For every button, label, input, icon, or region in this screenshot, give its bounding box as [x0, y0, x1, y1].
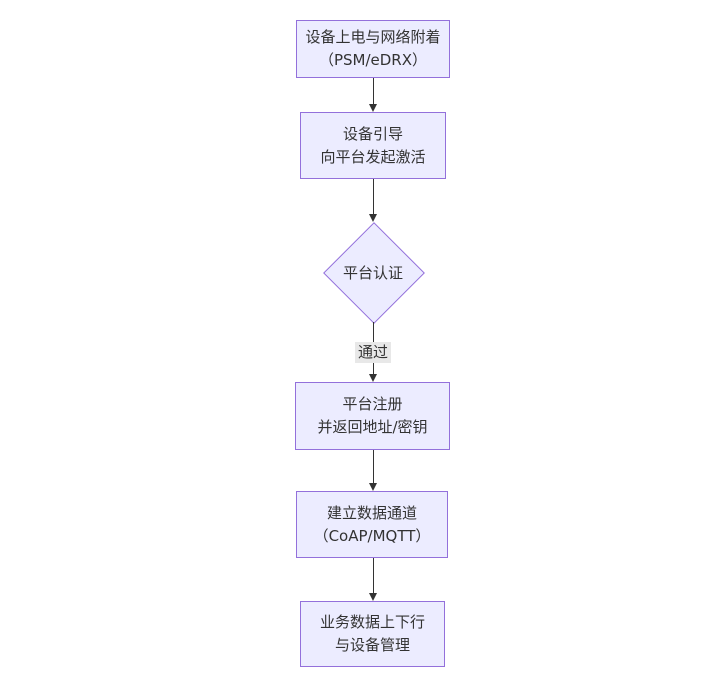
node-text-line: 与设备管理 — [334, 636, 410, 654]
arrow-head-icon — [369, 374, 377, 382]
node-data-channel: 建立数据通道 （CoAP/MQTT） — [296, 491, 448, 558]
node-text-line: 平台注册 — [342, 395, 403, 413]
node-power-network-attach: 设备上电与网络附着 （PSM/eDRX） — [296, 20, 450, 78]
node-text-line: 设备上电与网络附着 — [305, 28, 441, 46]
flow-arrow-2 — [369, 179, 378, 222]
decision-platform-auth: 平台认证 — [323, 222, 425, 324]
decision-label: 平台认证 — [342, 263, 403, 282]
arrow-shaft — [373, 179, 374, 216]
flow-arrow-5 — [369, 558, 378, 601]
arrow-shaft — [373, 450, 374, 485]
arrow-head-icon — [369, 104, 377, 112]
node-business-data: 业务数据上下行 与设备管理 — [300, 601, 445, 667]
arrow-head-icon — [369, 483, 377, 491]
node-text-line: 业务数据上下行 — [319, 613, 425, 631]
arrow-shaft — [373, 78, 374, 106]
flow-arrow-1 — [369, 78, 378, 112]
arrow-shaft — [373, 558, 374, 595]
edge-label-pass: 通过 — [354, 342, 392, 363]
node-text-line: 向平台发起激活 — [320, 147, 426, 166]
arrow-head-icon — [369, 214, 377, 222]
arrow-head-icon — [369, 593, 377, 601]
node-text-line: 设备引导 — [342, 124, 403, 143]
node-platform-register: 平台注册 并返回地址/密钥 — [295, 382, 450, 450]
flow-arrow-4 — [369, 450, 378, 491]
node-text-line: 建立数据通道 — [326, 503, 417, 522]
node-text-line: （PSM/eDRX） — [318, 51, 428, 69]
node-device-bootstrap: 设备引导 向平台发起激活 — [300, 112, 446, 179]
node-text-line: 并返回地址/密钥 — [317, 418, 428, 436]
node-text-line: （CoAP/MQTT） — [313, 526, 431, 545]
